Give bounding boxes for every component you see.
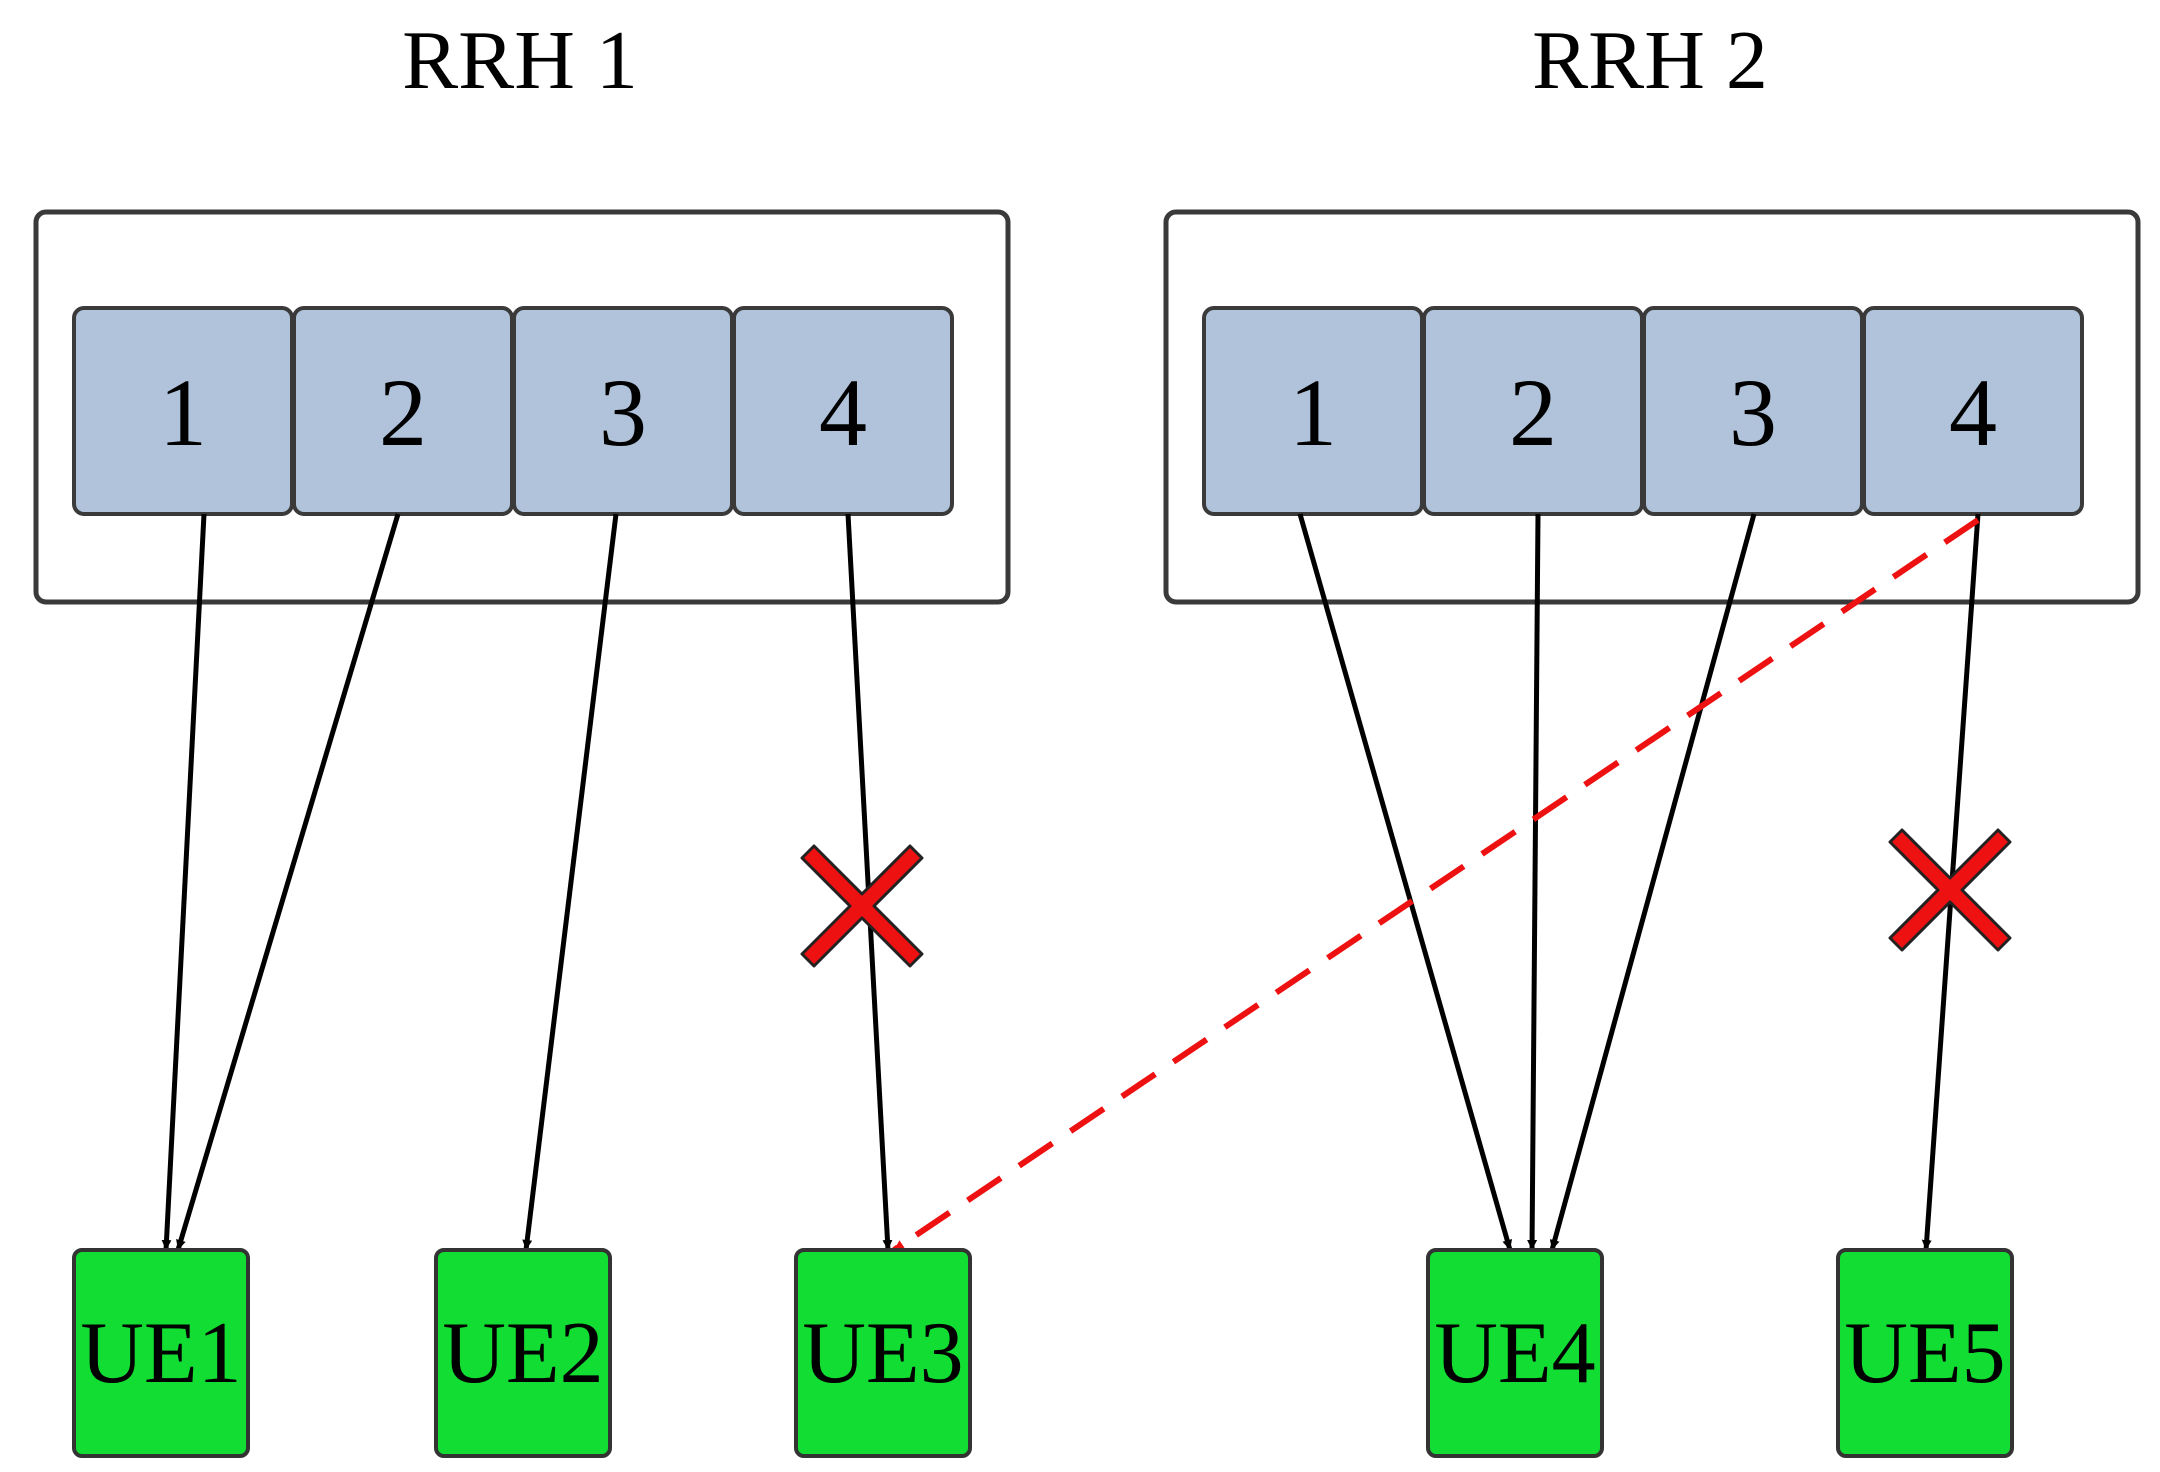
link-rrh2-ant2-ue4 — [1527, 513, 1541, 1251]
rrh-2-antenna-2: 2 — [1422, 306, 1644, 516]
link-rrh1-ant2-ue1 — [175, 513, 401, 1251]
rrh-2-title: RRH 2 — [1532, 14, 1768, 107]
link-rrh1-ant1-ue1 — [161, 513, 207, 1251]
antenna-label: 3 — [599, 359, 647, 466]
ue-label: UE2 — [442, 1305, 603, 1402]
link-rrh2-ant3-ue4 — [1549, 513, 1757, 1251]
rrh-1-antenna-3: 3 — [512, 306, 734, 516]
antenna-label: 4 — [819, 359, 867, 466]
blocked-x-icon — [1888, 828, 2012, 952]
rrh-1-antenna-1: 1 — [72, 306, 294, 516]
rrh-2-antenna-1: 1 — [1202, 306, 1424, 516]
interference-rrh2-ant4-ue3 — [892, 517, 1980, 1253]
rrh-1-antenna-4: 4 — [732, 306, 954, 516]
link-rrh1-ant4-ue3 — [845, 513, 893, 1251]
rrh-2-antenna-3: 3 — [1642, 306, 1864, 516]
link-rrh1-ant3-ue2 — [522, 513, 619, 1251]
ue-label: UE1 — [80, 1305, 241, 1402]
ue-1: UE1 — [72, 1248, 250, 1458]
rrh-1-antenna-2: 2 — [292, 306, 514, 516]
ue-label: UE4 — [1434, 1305, 1595, 1402]
ue-label: UE3 — [802, 1305, 963, 1402]
antenna-label: 4 — [1949, 359, 1997, 466]
antenna-label: 2 — [379, 359, 427, 466]
rrh-1-title: RRH 1 — [402, 14, 638, 107]
antenna-label: 2 — [1509, 359, 1557, 466]
ue-3: UE3 — [794, 1248, 972, 1458]
blocked-x-icon — [800, 844, 924, 968]
link-rrh2-ant1-ue4 — [1297, 513, 1513, 1251]
antenna-label: 1 — [1289, 359, 1337, 466]
ue-label: UE5 — [1844, 1305, 2005, 1402]
rrh-2-antenna-4: 4 — [1862, 306, 2084, 516]
ue-5: UE5 — [1836, 1248, 2014, 1458]
ue-4: UE4 — [1426, 1248, 1604, 1458]
ue-2: UE2 — [434, 1248, 612, 1458]
antenna-label: 3 — [1729, 359, 1777, 466]
antenna-label: 1 — [159, 359, 207, 466]
